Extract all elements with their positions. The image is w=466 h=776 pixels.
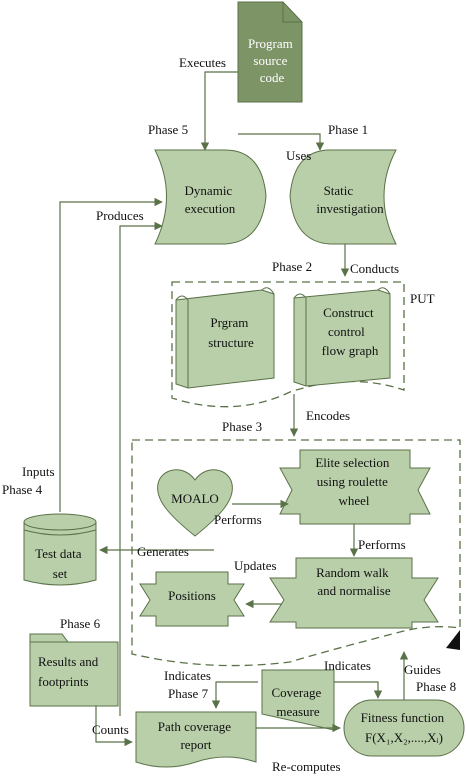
label-phase6: Phase 6	[60, 616, 101, 631]
label-phase8: Phase 8	[416, 679, 456, 694]
label-phase4: Phase 4	[2, 482, 43, 497]
construct-cfg-line-3: flow graph	[322, 343, 379, 358]
svg-text:Dynamic execution: Dynamic execution	[185, 183, 236, 216]
moalo-node: MOALO	[157, 469, 233, 537]
svg-text:Prgram structure: Prgram structure	[208, 315, 254, 350]
program-structure-node: Prgram structure	[175, 287, 275, 389]
label-indicates-right: Indicates	[324, 658, 371, 673]
positions-label: Positions	[168, 588, 216, 603]
label-recomputes: Re-computes	[272, 759, 341, 774]
svg-text:Construct control: Construct control flow graph	[322, 305, 379, 358]
svg-text:Program source cod: Program source code	[248, 36, 296, 85]
program-structure-line-2: structure	[208, 335, 254, 350]
test-data-set-node: Test data set	[23, 513, 97, 586]
svg-text:Random walk and normalis: Random walk and normalise	[316, 565, 392, 598]
svg-text:Fitness function F(X₁,X₂: Fitness function F(X₁,X₂,....,Xᵢ)	[361, 710, 448, 745]
moalo-label: MOALO	[171, 491, 219, 506]
svg-text:Path coverage report: Path coverage report	[158, 719, 235, 752]
positions-node: Positions	[139, 571, 245, 627]
label-put: PUT	[410, 291, 435, 306]
path-coverage-report-node: Path coverage report	[135, 711, 257, 768]
coverage-measure-node: Coverage measure	[261, 669, 335, 731]
elite-selection-line-2: using roulette	[317, 474, 388, 489]
elite-selection-line-1: Elite selection	[315, 455, 390, 470]
svg-text:Elite selection using ro: Elite selection using roulette wheel	[315, 455, 392, 508]
static-investigation-line-1: Static	[324, 183, 354, 198]
svg-text:Static investigation: Static investigation	[316, 183, 384, 216]
test-data-line-2: set	[53, 566, 68, 581]
label-uses: Uses	[286, 148, 311, 163]
edge-indicates-left	[211, 681, 258, 709]
construct-cfg-node: Construct control flow graph	[293, 287, 391, 387]
put-region	[171, 281, 405, 408]
svg-text:Coverage measure: Coverage measure	[271, 685, 324, 719]
label-phase5: Phase 5	[148, 122, 188, 137]
dynamic-execution-line-1: Dynamic	[185, 183, 233, 198]
corner-marker	[446, 630, 460, 650]
path-coverage-line-2: report	[180, 737, 211, 752]
label-inputs: Inputs	[22, 464, 55, 479]
static-investigation-node: Static investigation	[289, 149, 397, 245]
label-performs-right: Performs	[358, 537, 406, 552]
dynamic-execution-line-2: execution	[185, 201, 236, 216]
program-source-line-2: source	[253, 53, 287, 68]
test-data-line-1: Test data	[35, 546, 82, 561]
label-conducts: Conducts	[350, 261, 399, 276]
edge-executes	[200, 71, 238, 151]
fitness-function-formula: F(X₁,X₂,....,Xᵢ)	[365, 730, 443, 745]
static-investigation-line-2: investigation	[316, 201, 384, 216]
elite-selection-node: Elite selection using roulette wheel	[279, 449, 431, 525]
program-source-line-3: code	[260, 70, 285, 85]
svg-text:Positions: Positions	[168, 588, 216, 603]
results-footprints-line-1: Results and	[38, 654, 99, 669]
random-walk-line-2: and normalise	[317, 583, 391, 598]
elite-selection-line-3: wheel	[338, 493, 369, 508]
label-phase1: Phase 1	[328, 122, 368, 137]
program-source-line-1: Program	[248, 36, 293, 51]
construct-cfg-line-1: Construct	[323, 305, 374, 320]
label-updates: Updates	[234, 558, 277, 573]
svg-text:Test data set: Test data set	[35, 546, 85, 581]
label-counts: Counts	[92, 722, 129, 737]
label-generates: Generates	[137, 544, 189, 559]
label-encodes: Encodes	[306, 408, 350, 423]
svg-text:Results and footprints: Results and footprints	[38, 654, 102, 689]
program-structure-line-1: Prgram	[210, 315, 248, 330]
dynamic-execution-node: Dynamic execution	[154, 149, 267, 245]
edge-produces	[119, 221, 163, 716]
label-phase3: Phase 3	[222, 419, 262, 434]
random-walk-node: Random walk and normalise	[269, 557, 439, 629]
path-coverage-line-1: Path coverage	[158, 719, 232, 734]
coverage-measure-line-2: measure	[276, 704, 320, 719]
edge-uses	[238, 133, 325, 151]
label-guides: Guides	[404, 662, 441, 677]
edge-indicates-right	[334, 681, 383, 699]
fitness-function-label: Fitness function	[361, 710, 445, 725]
results-footprints-line-2: footprints	[38, 674, 89, 689]
construct-cfg-line-2: control	[328, 324, 365, 339]
label-executes: Executes	[179, 55, 226, 70]
label-produces: Produces	[96, 208, 144, 223]
results-footprints-node: Results and footprints	[29, 633, 119, 707]
label-phase2: Phase 2	[272, 259, 312, 274]
label-indicates-left: Indicates	[164, 668, 211, 683]
edge-counts	[95, 706, 133, 747]
label-phase7: Phase 7	[168, 686, 209, 701]
fitness-function-node: Fitness function F(X₁,X₂,....,Xᵢ)	[343, 699, 465, 757]
svg-text:MOALO: MOALO	[171, 491, 219, 506]
program-source-node: Program source code	[237, 1, 303, 103]
random-walk-line-1: Random walk	[316, 565, 389, 580]
coverage-measure-line-1: Coverage	[271, 685, 321, 700]
label-performs-left: Performs	[214, 512, 262, 527]
edge-inputs	[59, 197, 163, 512]
